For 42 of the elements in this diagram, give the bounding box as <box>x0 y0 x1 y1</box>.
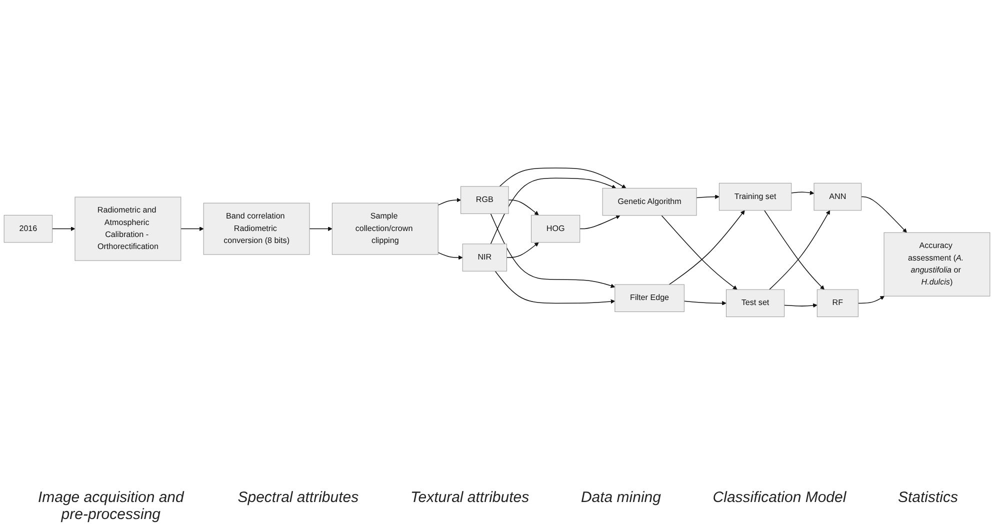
node-box: Sample collection/crown clipping <box>332 202 438 255</box>
node-box: HOG <box>530 215 580 243</box>
column-heading: Image acquisition and pre-processing <box>36 489 186 523</box>
arrow <box>506 242 539 258</box>
arrow <box>860 196 907 233</box>
arrow <box>309 226 332 232</box>
column-heading: Spectral attributes <box>238 489 359 508</box>
arrow <box>52 226 76 232</box>
arrow <box>508 200 539 216</box>
arrow <box>580 215 620 230</box>
column-heading: Classification Model <box>712 489 846 508</box>
arrow <box>499 168 626 188</box>
node-box: Accuracy assessment (A. angustifolia or H.dulcis) <box>884 232 990 296</box>
node-box: Training set <box>718 182 792 211</box>
arrow <box>494 270 616 304</box>
arrow <box>490 213 616 288</box>
arrow <box>661 215 738 290</box>
node-box: NIR <box>462 244 507 272</box>
arrow <box>769 210 830 290</box>
arrow <box>490 178 616 244</box>
column-heading: Data mining <box>580 489 661 508</box>
arrow <box>784 303 818 308</box>
node-box: RF <box>816 289 858 318</box>
node-box: RGB <box>460 186 509 214</box>
node-box: Band correlation Radiometric conversion (8 bits) <box>203 202 310 255</box>
arrow <box>696 194 720 200</box>
arrow <box>858 296 885 304</box>
column-heading: Textural attributes <box>410 489 530 508</box>
node-box: Filter Edge <box>614 284 684 312</box>
arrow <box>668 210 745 285</box>
arrow <box>438 198 461 206</box>
arrow <box>438 252 463 260</box>
node-box: ANN <box>814 182 862 211</box>
node-box: Radiometric and Atmospheric Calibration - Orthorectification <box>74 196 182 261</box>
arrow <box>790 190 814 196</box>
node-box: 2016 <box>4 215 53 243</box>
node-box: Genetic Algorithm <box>602 188 697 216</box>
column-heading: Statistics <box>898 489 958 508</box>
node-box: Test set <box>726 289 785 318</box>
arrow <box>180 226 204 232</box>
arrow <box>764 210 824 290</box>
arrow <box>684 300 726 306</box>
